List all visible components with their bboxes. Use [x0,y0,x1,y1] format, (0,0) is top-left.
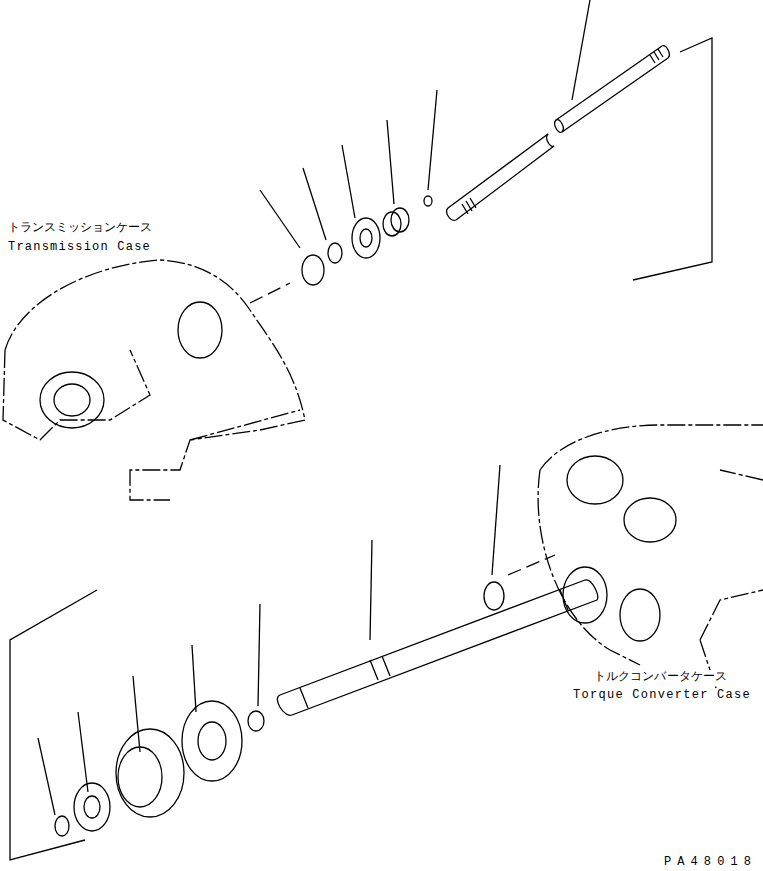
case-flange [40,372,104,428]
shaft [555,46,668,132]
transmission-case [3,260,305,500]
group-bracket [10,590,97,860]
leader-line [342,145,355,218]
case-bore [624,498,676,542]
collar [383,212,401,236]
spline [650,49,663,63]
bearing [352,218,380,258]
snap-ring [55,816,69,836]
leader-line [428,90,437,190]
case-bore [567,456,623,504]
leader-line [192,645,196,712]
leader-line [38,738,55,815]
part-label: Torque Converter Case [572,688,752,702]
bearing-bore [360,229,372,247]
bearing-bore [84,796,100,818]
leader-line [78,712,88,792]
leader-line [133,676,140,752]
bearing [182,701,242,781]
snap-ring [424,196,432,206]
snap-ring [302,255,324,285]
torque-converter-case [538,425,763,700]
leader-line [260,190,300,248]
leader-line [303,168,326,240]
leader-line [258,604,260,706]
shaft-break [547,120,564,147]
gear [116,729,184,817]
drawing-number: PA48018 [663,855,758,869]
center-line [250,283,290,303]
shaft [277,580,597,715]
leader-line [387,120,394,204]
shaft-step [300,590,568,708]
case-bore [54,384,90,416]
leader-line [370,540,372,640]
sleeve [248,711,264,731]
shaft [447,134,554,220]
case-bore [620,589,660,641]
case-bore [178,302,222,358]
spline [462,198,476,214]
leader-line [492,465,500,575]
leader-line [572,0,590,100]
center-line [508,555,555,575]
bearing [74,783,110,831]
part-label-ja: トルクコンバータケース [593,670,728,684]
case-bore [563,567,607,623]
gear [118,747,162,807]
part-label: Transmission Case [7,240,152,254]
snap-ring [328,243,342,263]
part-label-ja: トランスミッションケース [7,221,153,235]
bearing-bore [198,722,226,760]
snap-ring [484,582,504,610]
